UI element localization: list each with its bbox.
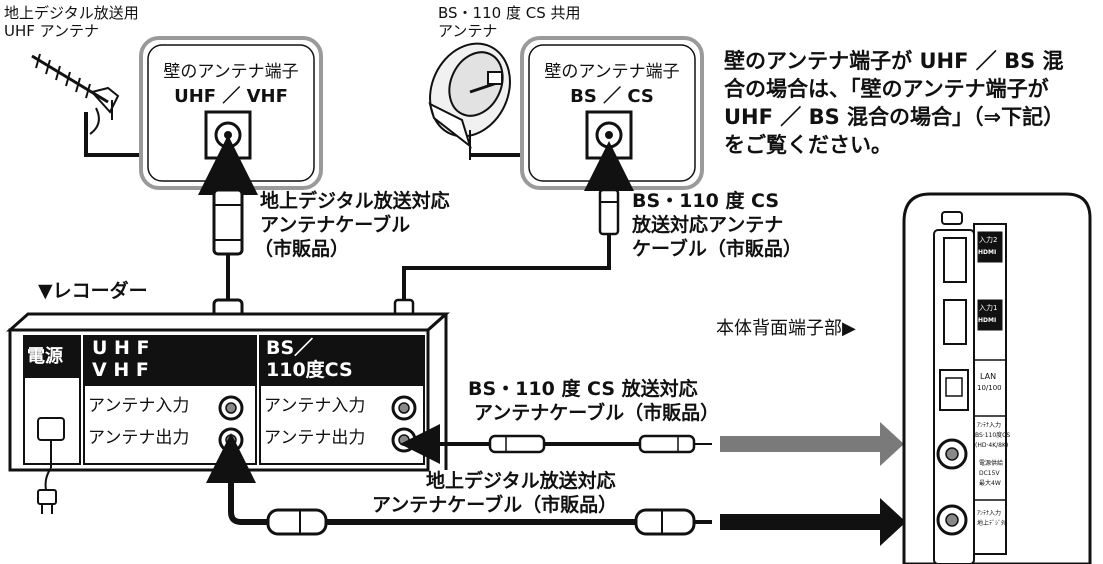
tv-power-label-1: 電源供給: [979, 460, 1004, 467]
tv-rear-panel: [902, 192, 1092, 564]
terrestrial-cable-label-line2: アンテナケーブル: [260, 214, 411, 236]
terrestrial-cable-bottom-label-line2: アンテナケーブル（市販品）: [372, 494, 618, 516]
uhf-antenna-label-line2: UHF アンテナ: [4, 22, 100, 40]
terrestrial-cable-bottom-label-line1: 地上デジタル放送対応: [426, 470, 616, 492]
tv-power-label-2: DC15V: [979, 470, 1000, 477]
note-line1: 壁のアンテナ端子が UHF ／ BS 混: [724, 49, 1064, 73]
terrestrial-cable-label-line1: 地上デジタル放送対応: [260, 190, 450, 212]
power-plug-icon: [37, 417, 65, 514]
note-line4: をご覧ください。: [724, 133, 892, 157]
wall-right-type: BS ／ CS: [570, 86, 654, 107]
recorder-bs-output-label: アンテナ出力: [264, 428, 366, 448]
recorder-uhf-input-label: アンテナ入力: [88, 396, 190, 416]
recorder-label: ▼レコーダー: [38, 280, 148, 302]
bs-antenna-label-line2: アンテナ: [438, 22, 498, 40]
recorder-uhf-output-label: アンテナ出力: [88, 428, 190, 448]
bs-dish-antenna-icon: [428, 42, 511, 160]
terrestrial-cable-bottom: [206, 433, 906, 546]
note-line2: 合の場合は、「壁のアンテナ端子が: [724, 77, 1049, 101]
bs-cable-label-line3: ケーブル（市販品）: [632, 238, 802, 260]
uhf-antenna-icon: [31, 53, 120, 135]
bs-cable-label-line1: BS・110 度 CS: [632, 190, 780, 212]
bs-cable-mid: [400, 422, 904, 466]
wall-left-type: UHF ／ VHF: [174, 86, 288, 107]
wall-left-title: 壁のアンテナ端子: [163, 62, 299, 82]
tv-bs-in-label-2: BS·110度CS: [975, 432, 1011, 439]
tv-lan-speed-label: 10/100: [977, 384, 1002, 392]
recorder-bs-input-label: アンテナ入力: [264, 396, 366, 416]
recorder-uhf-header-line1: U H F: [92, 337, 150, 359]
wall-right-title: 壁のアンテナ端子: [544, 62, 680, 82]
recorder-bs-header-line1: BS／: [266, 337, 314, 359]
terrestrial-cable-label-line3: （市販品）: [254, 238, 350, 260]
tv-hdmi2-label: HDMI: [978, 249, 997, 256]
tv-lan-label: LAN: [980, 372, 997, 381]
note-line3: UHF ／ BS 混合の場合」（⇒下記）: [724, 105, 1065, 129]
bs-cable-label-line2: 放送対応アンテナ: [632, 214, 784, 236]
tv-terr-in-label-2: 地上ﾃﾞｼﾞﾀﾙ: [977, 520, 1008, 527]
tv-terr-in-label-1: ｱﾝﾃﾅ入力: [977, 510, 1002, 517]
tv-input1-label: 入力1: [979, 304, 998, 312]
wall-plate-uhf-vhf: [139, 36, 323, 190]
rear-panel-label: 本体背面端子部▶: [716, 318, 856, 339]
tv-bs-in-label-1: ｱﾝﾃﾅ入力: [977, 422, 1002, 429]
tv-hdmi1-label: HDMI: [978, 317, 997, 324]
wall-plate-bs-cs: [520, 36, 704, 190]
bs-cable-mid-label-line2: アンテナケーブル（市販品）: [474, 402, 720, 424]
tv-input2-label: 入力2: [979, 236, 998, 244]
recorder-uhf-header-line2: V H F: [92, 359, 149, 381]
note-ref-link: 下記: [1001, 105, 1044, 129]
tv-bs-in-label-3: (HD·4K/8K): [975, 442, 1009, 449]
recorder-bs-header-line2: 110度CS: [266, 359, 353, 381]
uhf-antenna-label-line1: 地上デジタル放送用: [4, 4, 139, 22]
tv-power-label-3: 最大4W: [979, 480, 1001, 487]
bs-antenna-label-line1: BS・110 度 CS 共用: [438, 4, 581, 22]
recorder-power-label: 電源: [27, 346, 63, 367]
bs-cable-mid-label-line1: BS・110 度 CS 放送対応: [468, 378, 698, 400]
